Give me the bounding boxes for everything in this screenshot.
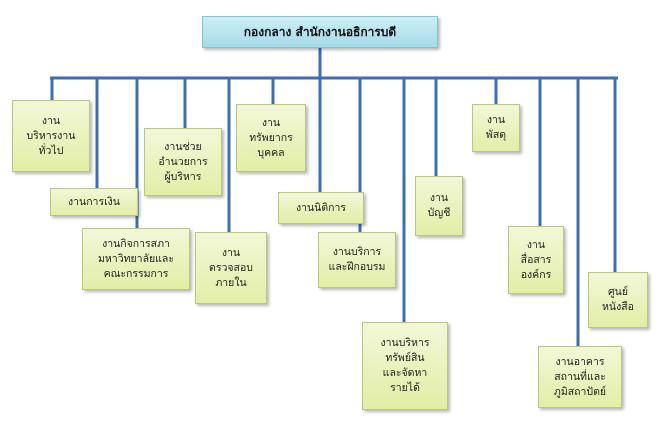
- unit-buildings: งานอาคาร สถานที่และ ภูมิสถาปัตย์: [538, 346, 622, 408]
- root-node: กองกลาง สำนักงานอธิการบดี: [202, 16, 438, 48]
- unit-finance: งานการเงิน: [50, 188, 138, 216]
- unit-books: ศูนย์ หนังสือ: [588, 272, 648, 328]
- unit-communication: งาน สื่อสาร องค์กร: [508, 226, 564, 294]
- unit-supplies: งาน พัสดุ: [472, 104, 520, 152]
- unit-hr: งาน ทรัพยากร บุคคล: [236, 104, 306, 172]
- unit-audit: งาน ตรวจสอบ ภายใน: [195, 232, 267, 304]
- unit-legal: งานนิติการ: [278, 192, 364, 224]
- unit-assets: งานบริหาร ทรัพย์สิน และจัดหา รายได้: [362, 322, 448, 410]
- unit-council: งานกิจการสภา มหาวิทยาลัยและ คณะกรรมการ: [82, 228, 190, 290]
- unit-exec-assist: งานช่วย อำนวยการ ผู้บริหาร: [144, 128, 222, 196]
- unit-training: งานบริการ และฝึกอบรม: [318, 232, 396, 288]
- unit-accounting: งาน บัญชี: [415, 176, 463, 236]
- unit-general: งาน บริหารงาน ทั่วไป: [12, 100, 90, 172]
